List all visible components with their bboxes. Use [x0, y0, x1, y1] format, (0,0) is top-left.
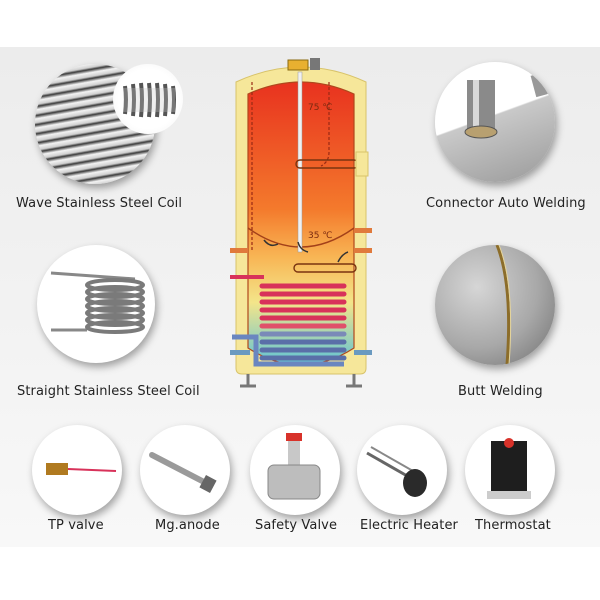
safety-valve-image [250, 425, 340, 515]
mg-anode-label: Mg.anode [155, 518, 220, 533]
straight-coil-label: Straight Stainless Steel Coil [17, 384, 200, 399]
thermostat-image [465, 425, 555, 515]
electric-heater-image [357, 425, 447, 515]
butt-welding-label: Butt Welding [458, 384, 543, 399]
wave-coil-closeup-icon [113, 64, 183, 134]
electric-heater-label: Electric Heater [360, 518, 458, 533]
thermostat-label: Thermostat [475, 518, 551, 533]
top-temperature: 75 ℃ [308, 103, 332, 113]
safety-valve-label: Safety Valve [255, 518, 338, 533]
butt-welding-image [435, 245, 555, 365]
bottom-temperature: 35 ℃ [308, 231, 332, 241]
connector-welding-label: Connector Auto Welding [426, 196, 586, 211]
water-tank-diagram: 75 ℃ 35 ℃ [226, 52, 376, 408]
wave-coil-label: Wave Stainless Steel Coil [16, 196, 183, 211]
straight-coil-image [37, 245, 155, 363]
tp-valve-label: TP valve [48, 518, 104, 533]
mg-anode-image [140, 425, 230, 515]
tp-valve-image [32, 425, 122, 515]
connector-welding-image [435, 62, 555, 182]
